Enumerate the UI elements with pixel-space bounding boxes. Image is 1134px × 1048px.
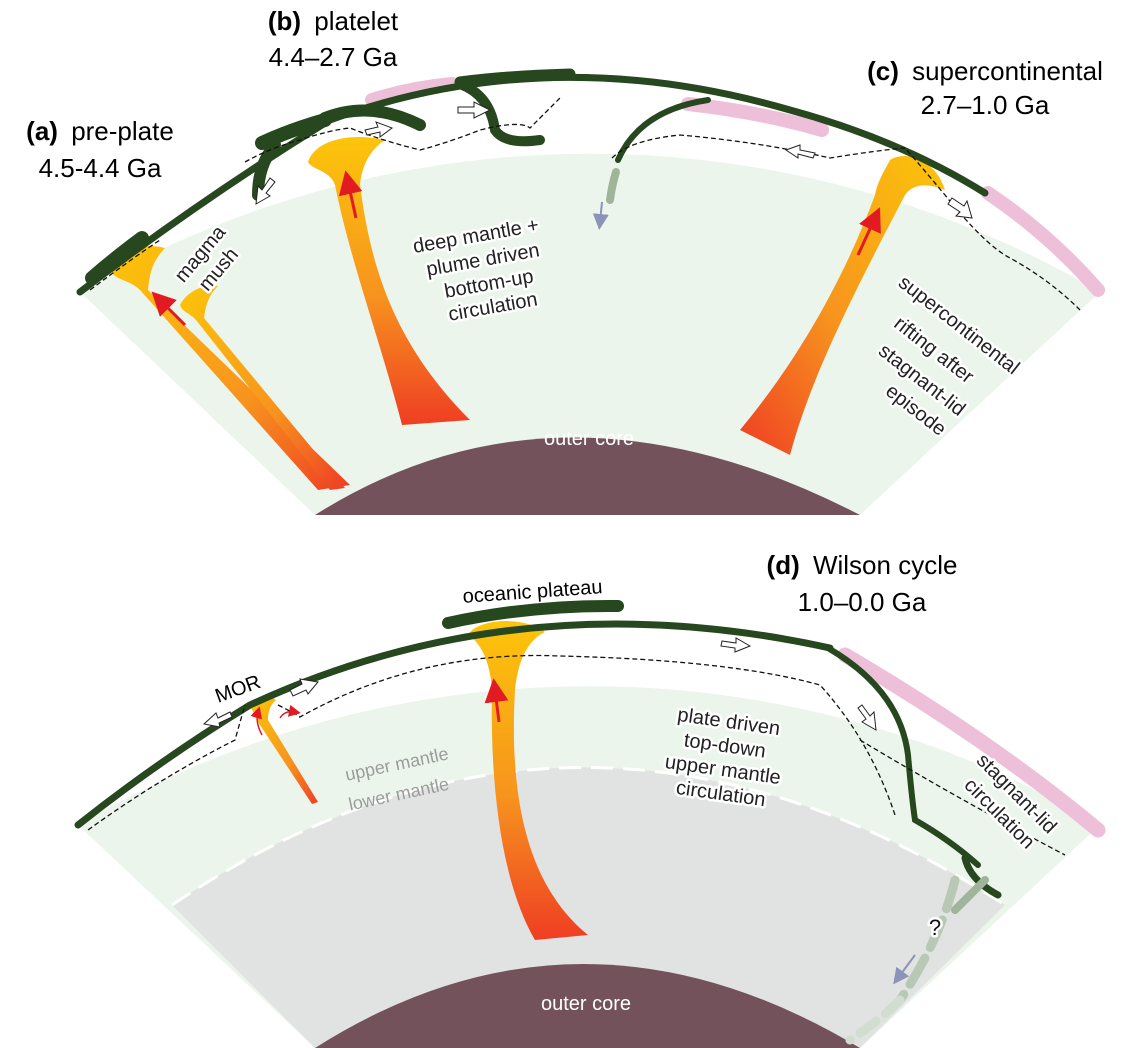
bottom-core-label: outer core <box>541 993 631 1015</box>
top-core-label: outer core <box>544 428 634 450</box>
top-mantle-wedge <box>80 153 1100 515</box>
flow-arrow-c2 <box>947 197 973 219</box>
plume-b-arrow <box>338 170 363 219</box>
stage-d-name: Wilson cycle <box>813 550 957 580</box>
top-lithosphere-base <box>89 97 1081 311</box>
bottom-lower-mantle <box>172 767 1005 1048</box>
flow-arrow-b2 <box>457 101 492 119</box>
flow-arrow-c1 <box>784 144 816 159</box>
top-panel: outer core (a) pre-plate 4.5-4.4 Ga (b) … <box>26 6 1105 515</box>
continent-c2 <box>981 186 1105 297</box>
slab-c-ghost <box>606 168 620 204</box>
ghost-slab-1 <box>895 875 960 1005</box>
flow-arrow-slab <box>857 704 877 731</box>
bottom-lithosphere-base <box>87 654 1066 856</box>
sink-arrow-c <box>592 201 609 230</box>
plume-a-small <box>180 285 345 490</box>
stage-a-name: pre-plate <box>71 116 174 146</box>
subducting-slab <box>825 645 981 868</box>
stage-b-name: platelet <box>314 6 399 36</box>
stage-c-name: supercontinental <box>912 56 1103 86</box>
stage-d-title: (d) Wilson cycle <box>767 550 958 580</box>
bottom-outer-core <box>315 964 860 1048</box>
flow-arrow-mor-left <box>202 711 233 728</box>
ghost-slab-3 <box>845 995 905 1045</box>
plume-mor <box>250 696 318 804</box>
slab-hook <box>961 854 1002 899</box>
platelet-segment-a <box>85 231 149 285</box>
flow-arrow-b1 <box>364 121 394 138</box>
mor-return-arrow-1 <box>250 706 263 736</box>
ghost-slab-2 <box>951 876 989 914</box>
continent-b <box>365 77 459 107</box>
mantle-boundary <box>171 766 1006 907</box>
platelet-segment-b1 <box>255 113 332 150</box>
stage-a-age: 4.5-4.4 Ga <box>39 153 162 183</box>
stage-d-age: 1.0–0.0 Ga <box>798 587 927 617</box>
flow-arrow-b3 <box>255 177 276 205</box>
flow-arrow-plate <box>720 637 752 653</box>
plume-b <box>308 136 470 425</box>
stage-b-age: 4.4–2.7 Ga <box>269 42 398 72</box>
slab-c <box>615 97 711 163</box>
stage-b-letter: (b) <box>268 6 301 36</box>
plume-c <box>740 155 945 456</box>
stage-d-letter: (d) <box>767 550 800 580</box>
plume-c-arrow <box>856 207 881 256</box>
bottom-panel: outer core (d) Wilson cycle 1.0–0.0 Ga o… <box>74 550 1106 1048</box>
platelet-hook-b <box>455 79 545 147</box>
bottom-lithosphere <box>74 620 834 829</box>
top-outer-core <box>315 437 860 515</box>
oceanic-plateau-segment <box>442 599 624 629</box>
plume-a-arrow <box>151 291 187 327</box>
platelet-segment-b2 <box>319 104 426 131</box>
mor-return-arrow-2 <box>279 704 301 719</box>
stage-a-title: (a) pre-plate <box>26 116 174 146</box>
stage-b-title: (b) platelet <box>268 6 399 36</box>
stage-a-letter: (a) <box>26 116 58 146</box>
stage-c-age: 2.7–1.0 Ga <box>921 90 1050 120</box>
continent-c1 <box>681 97 829 137</box>
stage-c-letter: (c) <box>867 56 899 86</box>
question-mark: ? <box>929 915 941 940</box>
flow-arrow-mor-right <box>289 678 319 697</box>
plume-d-arrow <box>484 678 509 723</box>
sink-arrow-d <box>893 954 916 985</box>
platelet-segment-b3 <box>454 68 576 88</box>
stage-c-title: (c) supercontinental <box>867 56 1103 86</box>
continent-d <box>837 647 1106 838</box>
